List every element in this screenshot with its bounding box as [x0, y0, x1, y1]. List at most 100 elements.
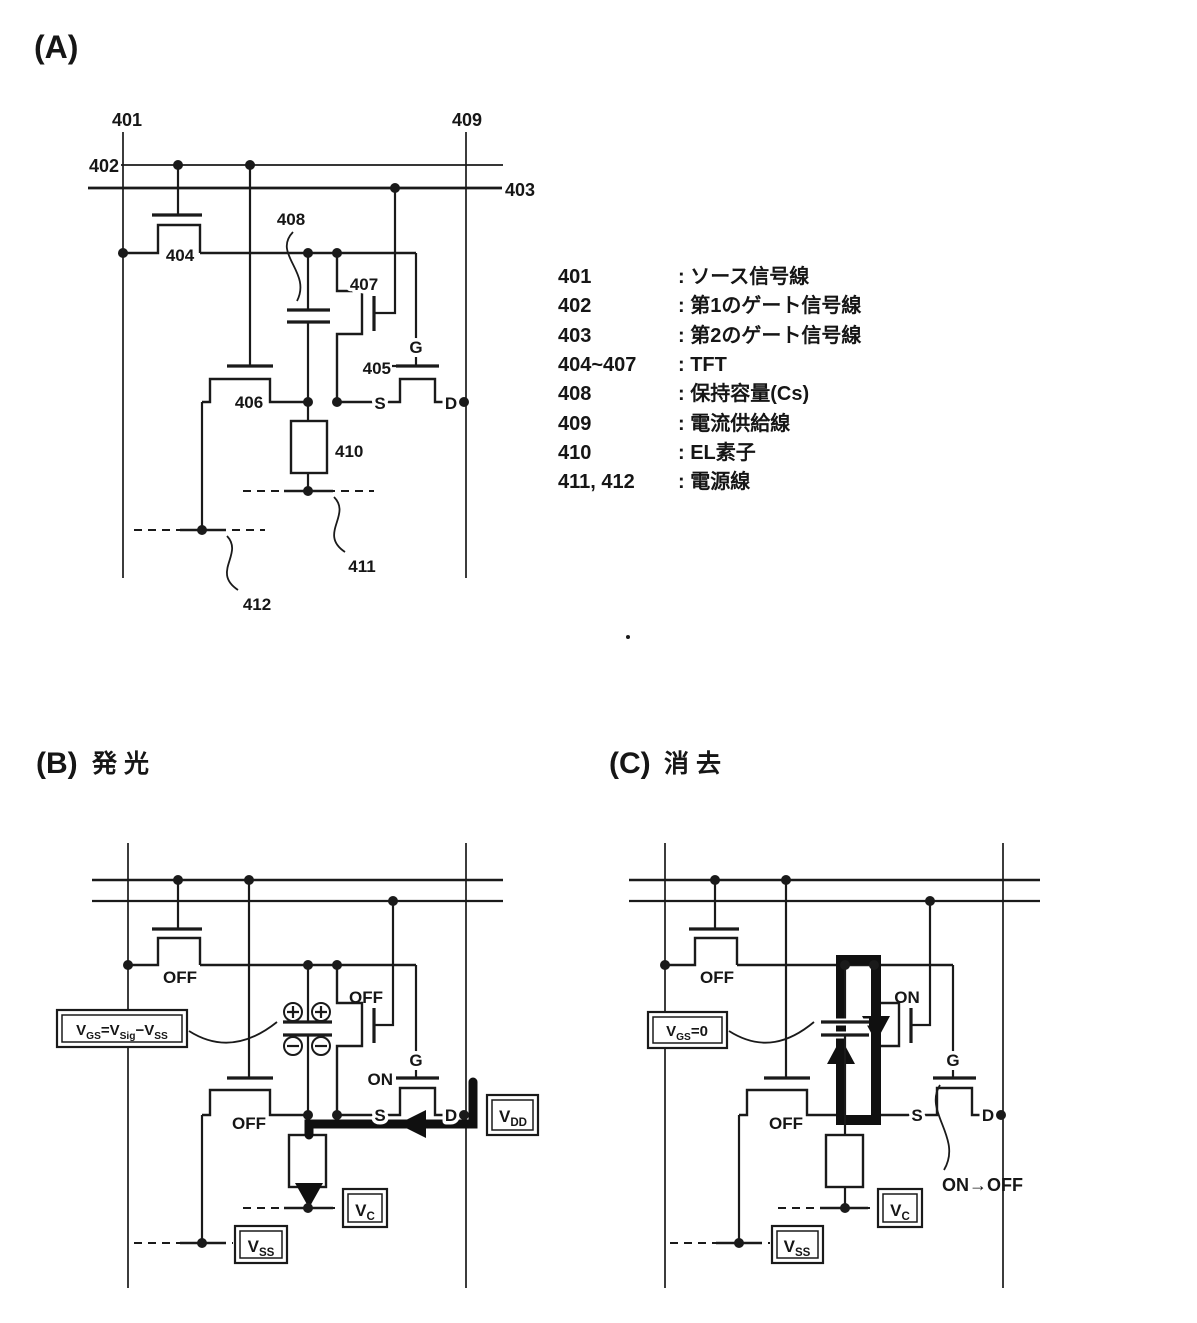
- channel: [202, 377, 308, 404]
- tft-404: 404: [123, 165, 202, 269]
- terminal-labels: S D: [908, 1103, 998, 1129]
- current-flow-path: [295, 1077, 478, 1208]
- legend-desc: : EL素子: [678, 440, 756, 464]
- legend-row: 408 : 保持容量(Cs): [558, 381, 809, 405]
- panel-a: (A) 401 409 402 403 404 G: [34, 29, 535, 614]
- gate-lead: [374, 901, 395, 1027]
- state-label-404: OFF: [163, 968, 197, 987]
- ref-label-411: 411: [348, 557, 375, 576]
- legend-desc: : 第2のゲート信号線: [678, 323, 861, 347]
- ref-label-401: 401: [112, 110, 142, 130]
- tft-404: OFF: [128, 880, 202, 991]
- vdd-box: VDD: [485, 1093, 540, 1137]
- discharge-current-loop: [836, 955, 881, 1125]
- panel-c-title: 消 去: [664, 750, 721, 778]
- legend-desc: : 第1のゲート信号線: [678, 293, 861, 317]
- vss-label: VSS: [248, 1237, 275, 1259]
- panel-b-title: 発 光: [91, 750, 149, 778]
- vgs-equation: VGS=0: [666, 1023, 708, 1043]
- ref-label-409: 409: [452, 110, 482, 130]
- vss-power-row: VSS: [134, 1224, 289, 1265]
- legend-desc: : 保持容量(Cs): [678, 381, 809, 405]
- discharge-loop: [827, 955, 890, 1125]
- state-label-407: OFF: [349, 988, 383, 1007]
- channel: [128, 936, 202, 967]
- current-arrow-down-icon: [295, 1183, 323, 1208]
- terminal-d-label: D: [982, 1106, 994, 1125]
- vc-power-row: VC: [778, 1187, 924, 1229]
- gate-lead: [374, 188, 397, 315]
- ref-label-408: 408: [277, 210, 305, 229]
- tft-407: ON: [872, 901, 932, 1115]
- ref-label-402: 402: [89, 156, 119, 176]
- storage-capacitor: [283, 965, 332, 1115]
- terminal-s-label: S: [911, 1106, 922, 1125]
- vc-box: VC: [341, 1187, 389, 1229]
- vss-power-row: VSS: [670, 1224, 825, 1265]
- terminal-s-label: S: [374, 394, 385, 413]
- legend-ref: 411, 412: [558, 471, 635, 493]
- source-signal-line-401: 401: [112, 110, 142, 578]
- legend-row: 409 : 電流供給線: [558, 411, 790, 435]
- vgs-annotation-box: VGS=VSig−VSS: [55, 1008, 278, 1049]
- tft-406: OFF: [200, 880, 308, 1243]
- leader-squiggle: [285, 231, 302, 302]
- ref-label-410: 410: [335, 442, 363, 461]
- vc-label: VC: [355, 1201, 375, 1223]
- el-element-410: 410: [289, 402, 363, 491]
- leader-squiggle: [226, 535, 239, 591]
- legend-row: 410 : EL素子: [558, 440, 756, 464]
- panel-c-label: (C): [609, 747, 651, 780]
- transition-label: ON→OFF: [942, 1175, 1023, 1195]
- storage-capacitor: [821, 965, 869, 1115]
- plus-charge-icon: [311, 1002, 331, 1022]
- tft-407: OFF: [335, 901, 395, 1115]
- state-label-407: ON: [894, 988, 920, 1007]
- scan-speck: [626, 635, 630, 639]
- vdd-label: VDD: [499, 1107, 527, 1129]
- panel-a-label: (A): [34, 29, 78, 65]
- leader-squiggle: [333, 496, 346, 553]
- channel: [335, 965, 364, 1115]
- current-path: [304, 1077, 478, 1140]
- ref-label-407: 407: [350, 275, 378, 294]
- loop-arrow-up-icon: [827, 1038, 855, 1064]
- legend-row: 403 : 第2のゲート信号線: [558, 323, 861, 347]
- tft-405: G 405 S D: [337, 335, 462, 417]
- state-label-406: OFF: [769, 1114, 803, 1133]
- legend-ref: 403: [558, 325, 591, 347]
- signal-lines: [629, 843, 1040, 1288]
- tft-404: OFF: [665, 880, 739, 991]
- legend-ref: 409: [558, 413, 591, 435]
- power-line-411: 411: [243, 489, 376, 576]
- junction-dots: [660, 875, 1006, 1248]
- tft-405: G ON→OFF: [874, 1048, 1023, 1195]
- panel-b: (B) 発 光 OFF G ON: [36, 747, 540, 1288]
- legend-desc: : ソース信号線: [678, 264, 809, 288]
- current-supply-line-409: 409: [452, 110, 482, 578]
- channel: [335, 253, 364, 402]
- minus-charge-icon: [283, 1036, 303, 1056]
- power-line-412: 412: [134, 528, 271, 614]
- vss-box: VSS: [770, 1224, 825, 1265]
- leader-squiggle: [188, 1021, 278, 1044]
- tft-406: 406: [200, 165, 308, 530]
- gate-signal-line-402: 402: [89, 156, 503, 176]
- ref-label-403: 403: [505, 180, 535, 200]
- channel: [874, 1086, 999, 1117]
- vss-box: VSS: [233, 1224, 289, 1265]
- terminal-g-label: G: [409, 1051, 422, 1070]
- storage-capacitor-408: 408: [277, 210, 330, 402]
- state-label-406: OFF: [232, 1114, 266, 1133]
- legend-desc: : TFT: [678, 354, 727, 376]
- junction-dots: [123, 875, 469, 1248]
- legend: 401 : ソース信号線 402 : 第1のゲート信号線 403 : 第2のゲー…: [558, 264, 861, 493]
- state-label-405: ON: [368, 1070, 394, 1089]
- ref-label-404: 404: [166, 246, 195, 265]
- legend-desc: : 電流供給線: [678, 411, 790, 435]
- legend-row: 404~407 : TFT: [558, 354, 727, 376]
- channel: [123, 223, 202, 255]
- legend-ref: 401: [558, 266, 591, 288]
- terminal-d-label: D: [445, 394, 457, 413]
- vc-label: VC: [890, 1201, 910, 1223]
